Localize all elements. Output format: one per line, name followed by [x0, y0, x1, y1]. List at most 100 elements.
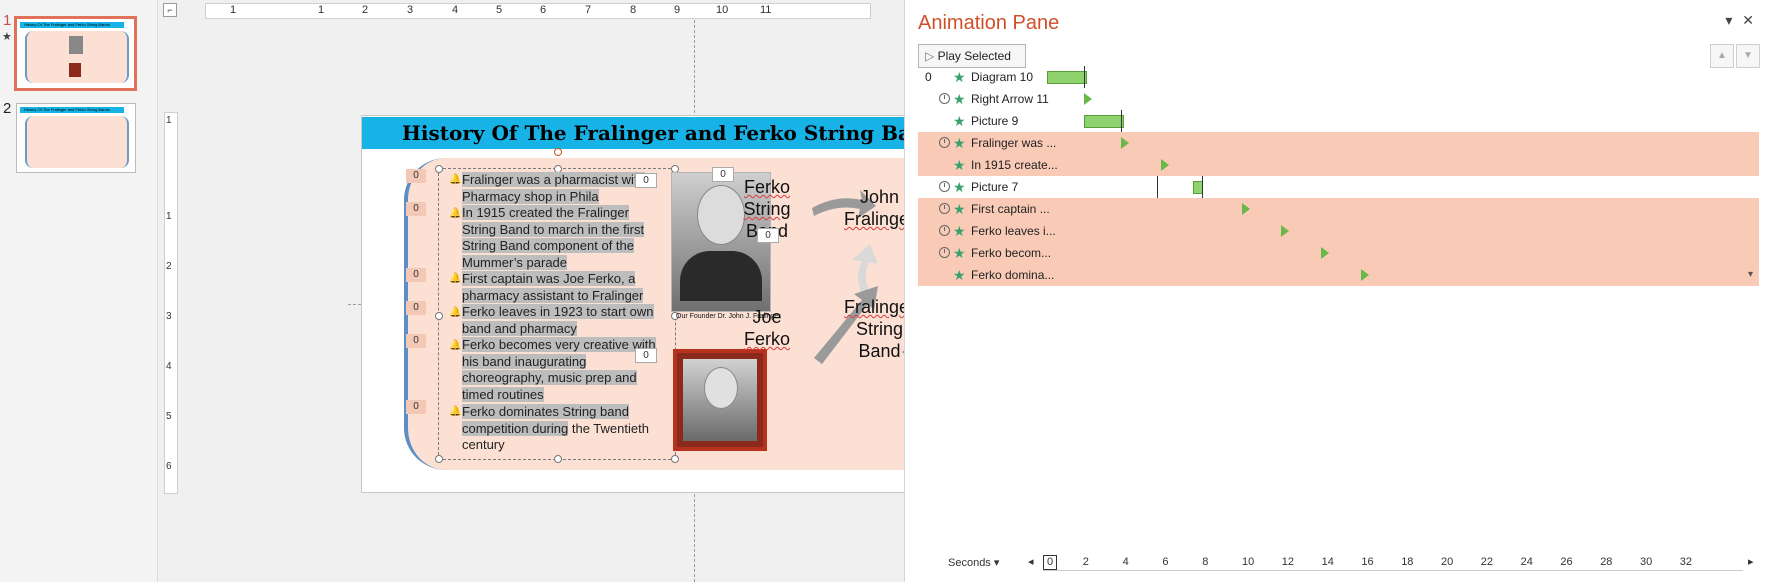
- timing-marker[interactable]: [1281, 225, 1289, 237]
- timeline-tick: 18: [1401, 556, 1414, 568]
- animation-trigger-icon: 🔔: [449, 307, 462, 318]
- animation-star-icon: ★: [2, 31, 12, 43]
- timeline-tick: 20: [1441, 556, 1454, 568]
- slide-number: 2: [3, 100, 12, 117]
- title-arrow-shape[interactable]: History Of The Fralinger and Ferko Strin…: [362, 117, 1012, 149]
- slide-editor: ⌐ 1 1 2 3 4 5 6 7 8 9 10 11 1 1 2 3 4 5 …: [158, 0, 1062, 582]
- timeline-left-icon[interactable]: ◂: [1028, 556, 1034, 568]
- timing-line: [1157, 176, 1158, 198]
- timeline-tick: 24: [1520, 556, 1533, 568]
- timeline-tick: 30: [1640, 556, 1653, 568]
- resize-handle[interactable]: [435, 312, 443, 320]
- timing-bar[interactable]: [1047, 71, 1087, 84]
- timeline-zero[interactable]: 0: [1043, 555, 1057, 570]
- timing-marker[interactable]: [1361, 269, 1369, 281]
- move-later-button[interactable]: ▼: [1736, 44, 1760, 68]
- slide-thumbnail-1[interactable]: History Of The Fralinger and Ferko Strin…: [14, 16, 137, 91]
- pane-options-icon[interactable]: ▾: [1725, 12, 1733, 28]
- cycle-arrow-up[interactable]: [852, 244, 878, 294]
- animation-label: Diagram 10: [971, 70, 1034, 84]
- timing-marker[interactable]: [1121, 137, 1129, 149]
- clock-icon: [939, 137, 950, 148]
- animation-order-tag: 0: [406, 400, 426, 414]
- bullet-text-box[interactable]: 🔔 Fralinger was a pharmacist with Pharma…: [435, 148, 679, 463]
- ruler-tick: 6: [540, 4, 547, 16]
- founder-photo[interactable]: [671, 172, 771, 312]
- photo-face: [697, 185, 745, 245]
- timing-marker[interactable]: [1321, 247, 1329, 259]
- photo-caption[interactable]: Our Founder Dr. John J. Fralinger: [676, 313, 781, 320]
- resize-handle[interactable]: [554, 455, 562, 463]
- ruler-tick: 2: [166, 261, 172, 272]
- photo-inner: [683, 359, 757, 441]
- bullet-5[interactable]: Ferko becomes very creative with his ban…: [462, 337, 656, 403]
- resize-handle[interactable]: [435, 455, 443, 463]
- cycle-node-joe-ferko[interactable]: Joe Ferko: [743, 307, 790, 349]
- thumbnail-title: History Of The Fralinger and Ferko Strin…: [20, 22, 124, 28]
- photo-face: [704, 367, 738, 409]
- bullet-6[interactable]: Ferko dominates String band competition …: [462, 404, 649, 453]
- animation-list-item[interactable]: ★Ferko leaves i...: [918, 220, 1759, 242]
- slide-thumbnail-2[interactable]: History Of The Fralinger and Ferko Strin…: [16, 103, 136, 173]
- animation-trigger-icon: 🔔: [449, 208, 462, 219]
- timing-marker[interactable]: [1242, 203, 1250, 215]
- row-dropdown-icon[interactable]: ▾: [1747, 269, 1753, 280]
- horizontal-ruler[interactable]: 1 1 2 3 4 5 6 7 8 9 10 11: [205, 3, 871, 19]
- bullet-4[interactable]: Ferko leaves in 1923 to start own band a…: [462, 304, 654, 336]
- timeline-right-icon[interactable]: ▸: [1748, 556, 1754, 568]
- cycle-arrow-right[interactable]: [812, 190, 876, 218]
- timing-marker[interactable]: [1084, 93, 1092, 105]
- play-selected-button[interactable]: ▷ Play Selected: [918, 44, 1026, 68]
- timeline-tick: 14: [1321, 556, 1334, 568]
- tab-stop-selector[interactable]: ⌐: [163, 3, 177, 17]
- cycle-arrow-diagonal[interactable]: [814, 286, 878, 364]
- effect-star-icon: ★: [953, 113, 966, 129]
- move-earlier-button[interactable]: ▲: [1710, 44, 1734, 68]
- timeline-tick: 28: [1600, 556, 1613, 568]
- timeline-tick: 6: [1162, 556, 1169, 568]
- timeline-tick: 16: [1361, 556, 1374, 568]
- vertical-ruler[interactable]: 1 1 2 3 4 5 6: [164, 112, 178, 494]
- animation-list-item[interactable]: ★First captain ...: [918, 198, 1759, 220]
- animation-list-item[interactable]: ★Ferko domina...▾: [918, 264, 1759, 286]
- framed-portrait-photo[interactable]: [673, 349, 767, 451]
- animation-list-item[interactable]: ★Picture 9: [918, 110, 1759, 132]
- resize-handle[interactable]: [435, 165, 443, 173]
- timeline-tick: 26: [1560, 556, 1573, 568]
- animation-order-tag: 0: [406, 301, 426, 315]
- animation-label: Right Arrow 11: [971, 92, 1049, 106]
- resize-handle[interactable]: [671, 312, 679, 320]
- animation-label: Ferko domina...: [971, 268, 1055, 282]
- close-icon[interactable]: ✕: [1742, 12, 1754, 28]
- animation-list-item[interactable]: ★Fralinger was ...: [918, 132, 1759, 154]
- ruler-tick: 8: [630, 4, 637, 16]
- timing-marker[interactable]: [1161, 159, 1169, 171]
- animation-list-item[interactable]: ★In 1915 create...: [918, 154, 1759, 176]
- timing-line: [1202, 176, 1203, 198]
- bullet-1[interactable]: Fralinger was a pharmacist with Pharmacy…: [462, 172, 645, 204]
- rotate-handle[interactable]: [554, 148, 562, 156]
- animation-list-item[interactable]: ★Right Arrow 11: [918, 88, 1759, 110]
- resize-handle[interactable]: [671, 455, 679, 463]
- animation-label: In 1915 create...: [971, 158, 1058, 172]
- animation-trigger-icon: 🔔: [449, 174, 462, 185]
- ruler-tick: 11: [760, 4, 772, 16]
- thumbnail-panel: [25, 116, 129, 168]
- bullet-3[interactable]: First captain was Joe Ferko, a pharmacy …: [462, 271, 644, 303]
- cycle-node-fralinger-string-band[interactable]: Fralinger String Band: [843, 297, 916, 361]
- timeline-unit-dropdown[interactable]: Seconds ▾: [948, 557, 1000, 569]
- cycle-node-john-fralinger[interactable]: John Fralinger: [843, 187, 916, 229]
- animation-order-tag: 0: [757, 228, 779, 243]
- animation-list-item[interactable]: ★Picture 7: [918, 176, 1759, 198]
- timing-bar[interactable]: [1084, 115, 1124, 128]
- animation-order-tag: 0: [712, 167, 734, 182]
- animation-list-item[interactable]: 0★Diagram 10: [918, 66, 1759, 88]
- timeline-tick: 22: [1480, 556, 1494, 568]
- slide-title[interactable]: History Of The Fralinger and Ferko Strin…: [402, 121, 951, 145]
- timing-line: [1084, 66, 1085, 88]
- animation-list-item[interactable]: ★Ferko becom...: [918, 242, 1759, 264]
- slide-canvas[interactable]: History Of The Fralinger and Ferko Strin…: [361, 115, 1030, 493]
- bullet-2[interactable]: In 1915 created the Fralinger String Ban…: [462, 205, 645, 271]
